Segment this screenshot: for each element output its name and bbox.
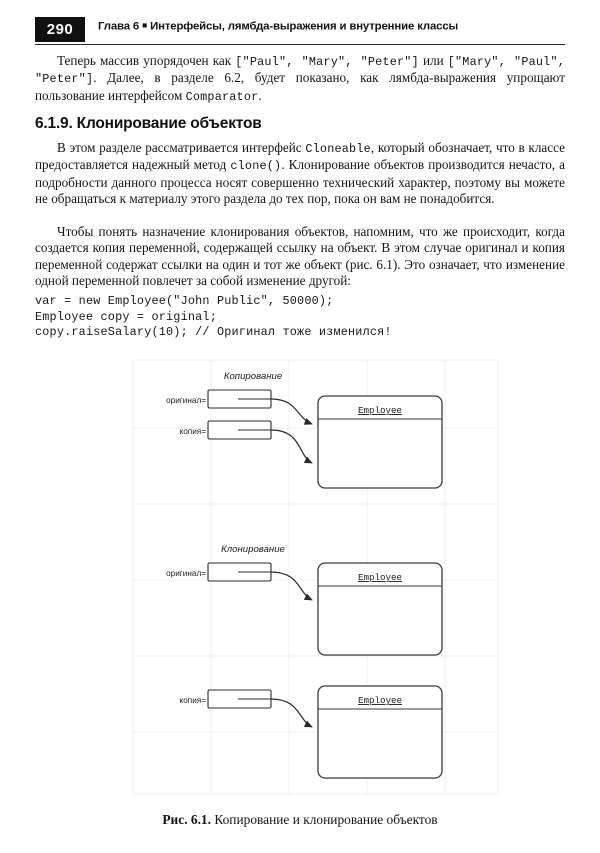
para1-code-a: ["Paul", "Mary", "Peter"] [235,55,419,69]
para2-code-a: Cloneable [305,142,371,156]
chapter-title: Интерфейсы, лямбда-выражения и внутренни… [150,20,459,33]
para2-text-c: . Клонирование объектов производится неч… [35,157,565,207]
figure-caption-label: Рис. 6.1. [162,812,211,827]
para1-text-c: . Далее, в разделе 6.2, будет показано, … [35,70,565,103]
para2-text-b: , который обозначает, что в классе предо… [35,140,565,173]
panel-copy-title: Копирование [224,371,282,382]
panel-clone-var-label-1: оригинал= [166,569,206,578]
code-listing: var = new Employee("John Public", 50000)… [35,294,392,340]
page-number-badge: 290 [35,17,85,42]
paragraph-cloneable: В этом разделе рассматривается интерфейс… [35,140,565,208]
section-heading: 6.1.9. Клонирование объектов [35,115,262,132]
para1-code-b: ["Mary", "Paul", "Peter"] [35,55,566,87]
panel-copy-arrow-2 [270,429,313,464]
panel-copy-var-label-2: копия= [180,427,207,436]
panel-clone-arrow-1 [270,571,313,601]
para1-text-b: или [418,53,448,68]
figure-caption: Рис. 6.1. Копирование и клонирование объ… [0,812,600,828]
panel-clone-object-label-1: Employee [358,572,402,583]
header-divider [35,44,565,46]
para1-text-d: . [258,87,262,103]
panel-clone-title: Клонирование [221,544,285,555]
bullet-separator-icon: ■ [142,20,148,30]
chapter-prefix: Глава 6 [98,20,140,33]
figure-caption-text: Копирование и клонирование объектов [210,812,438,827]
paragraph-intro: Теперь массив упорядочен как ["Paul", "M… [35,53,565,105]
panel-clone-var-label-2: копия= [180,696,207,705]
para1-code-c: Comparator [185,89,259,104]
panel-copy-var-label-1: оригинал= [166,396,206,405]
paragraph-reference-copy: Чтобы понять назначение клонирования объ… [35,224,565,289]
panel-clone-object-label-2: Employee [358,695,402,706]
chapter-title-line: Глава 6■Интерфейсы, лямбда-выражения и в… [98,20,458,33]
running-head: 290 Глава 6■Интерфейсы, лямбда-выражения… [35,17,565,46]
panel-clone-arrow-2 [270,698,313,728]
para1-text-a: Теперь массив упорядочен как [57,53,236,68]
para2-text-a: В этом разделе рассматривается интерфейс [57,140,306,155]
figure-6-1: Копирование оригинал= копия= Employee Кл… [120,358,500,798]
panel-copy-arrow-1 [270,398,313,425]
para2-code-b: clone() [230,159,282,174]
panel-copy-object-label: Employee [358,405,402,416]
